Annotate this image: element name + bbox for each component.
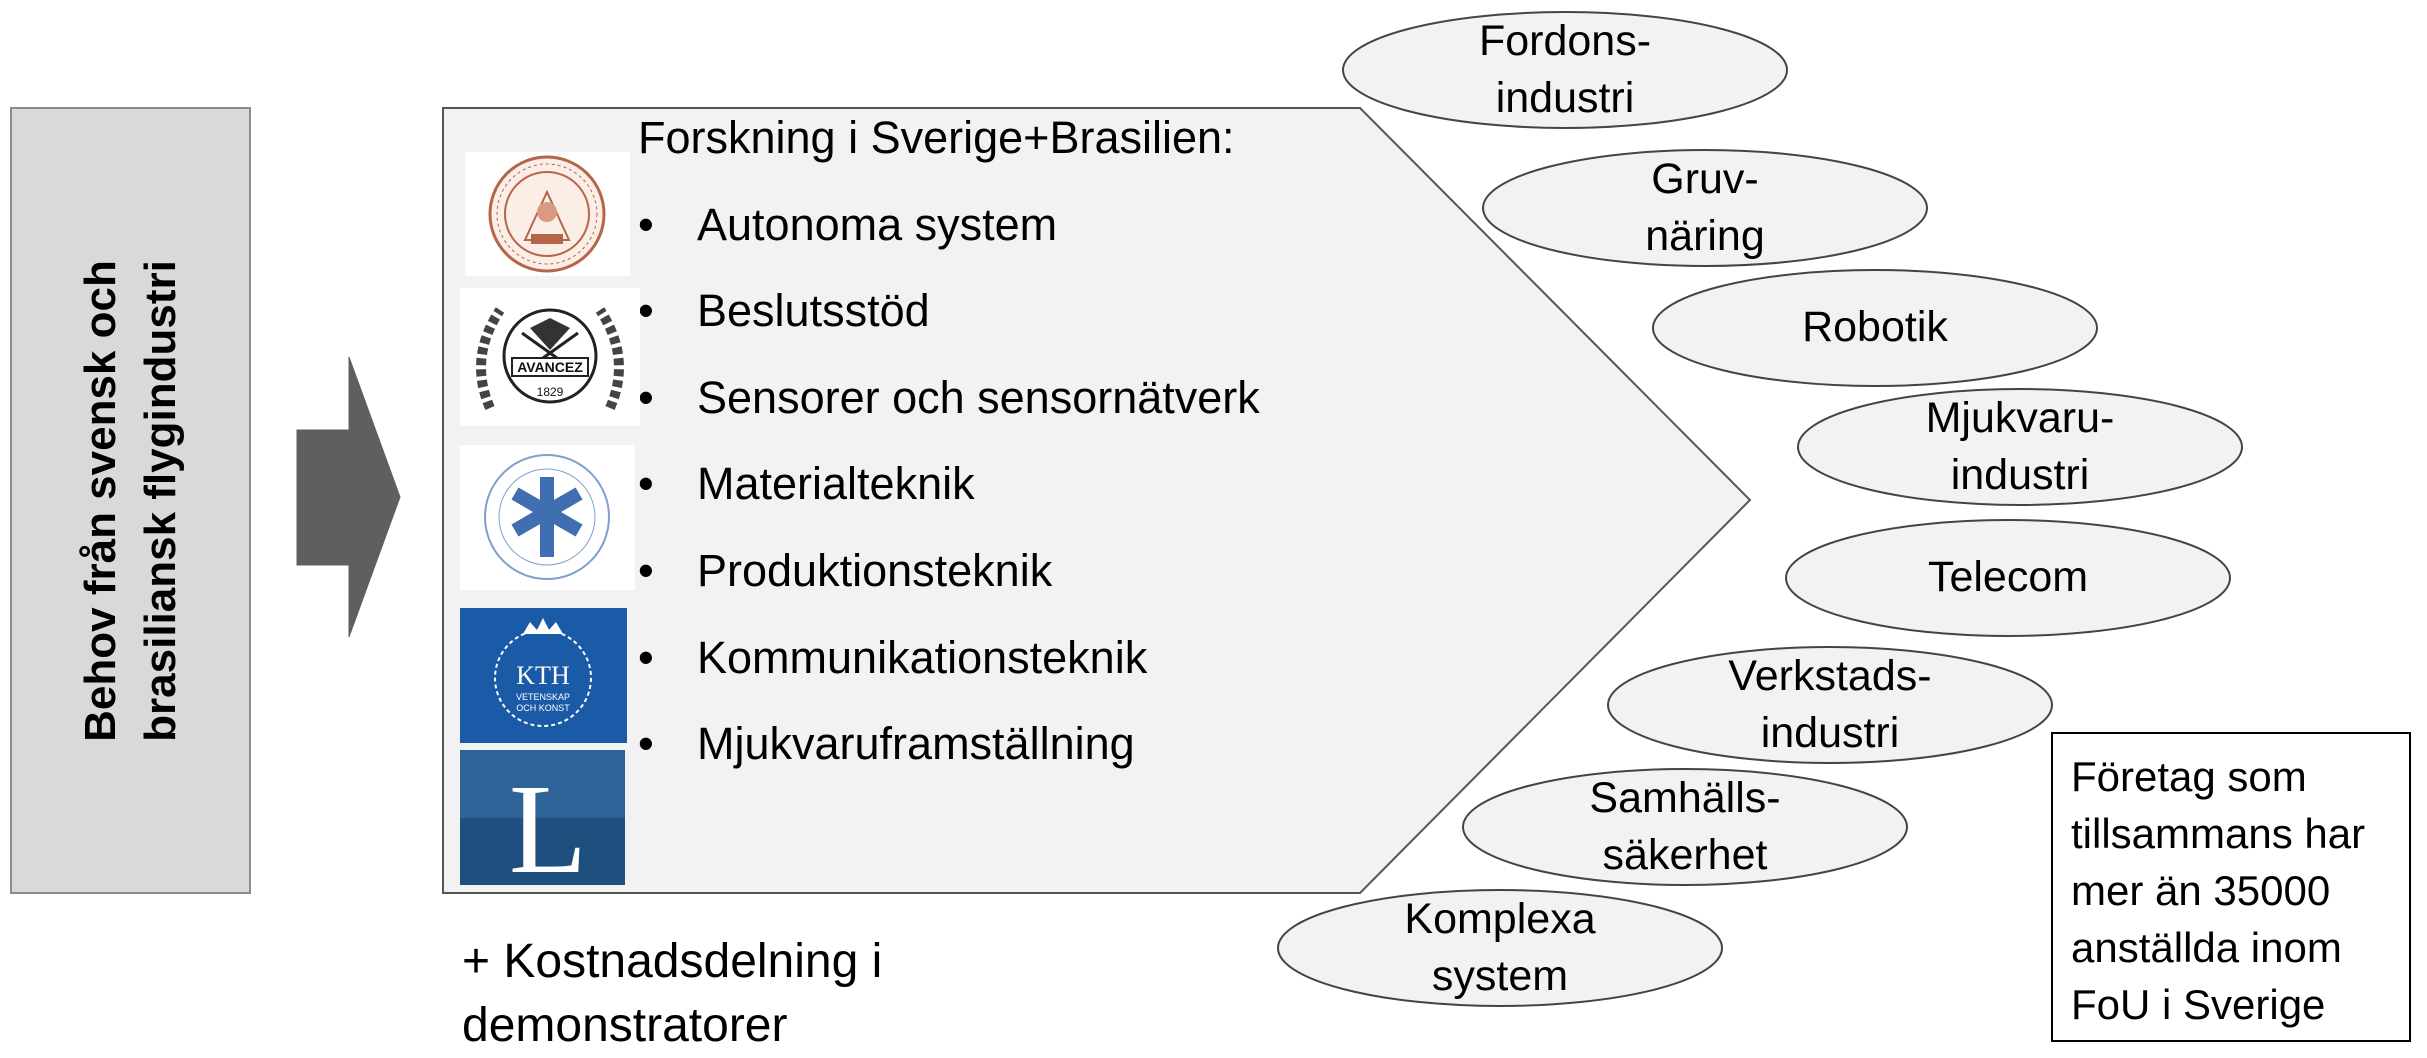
- companies-line: FoU i Sverige: [2071, 981, 2326, 1028]
- bullet-icon: •: [638, 718, 654, 769]
- industry-label-line: Samhälls-: [1589, 774, 1781, 822]
- lund-university-seal-icon: [465, 152, 630, 276]
- bullet-icon: •: [638, 285, 654, 336]
- industry-ellipse-mjukvaru: [1797, 388, 2243, 506]
- research-topic-label: Autonoma system: [697, 199, 1058, 250]
- chalmers-avancez-seal-icon: AVANCEZ 1829: [460, 288, 640, 426]
- companies-line: anställda inom: [2071, 924, 2342, 971]
- industry-label-line: Mjukvaru-: [1925, 394, 2115, 442]
- industry-label-samhall: Samhälls- säkerhet: [1463, 770, 1907, 884]
- flow-arrow-icon: [296, 356, 401, 638]
- research-topic-label: Produktionsteknik: [697, 545, 1053, 596]
- industry-ellipse-fordon: [1342, 11, 1788, 129]
- research-topic-item: • Beslutsstöd: [638, 285, 930, 337]
- research-topic-label: Sensorer och sensornätverk: [697, 372, 1260, 423]
- industry-label-line: industri: [1950, 451, 2090, 499]
- bullet-icon: •: [638, 545, 654, 596]
- industry-ellipse-komplexa: [1277, 889, 1723, 1007]
- industry-ellipses: [1277, 11, 2243, 1007]
- research-topic-item: • Sensorer och sensornätverk: [638, 372, 1260, 424]
- industry-label-telecom: Telecom: [1786, 549, 2230, 606]
- bullet-icon: •: [638, 458, 654, 509]
- research-topic-label: Kommunikationsteknik: [697, 632, 1148, 683]
- research-topic-item: • Produktionsteknik: [638, 545, 1052, 597]
- research-topic-item: • Autonoma system: [638, 199, 1057, 251]
- industry-label-line: industri: [1495, 74, 1635, 122]
- cost-sharing-line-2: demonstratorer: [462, 999, 788, 1052]
- industry-label-robotik: Robotik: [1653, 299, 2097, 356]
- cost-sharing-line-1: + Kostnadsdelning i: [462, 935, 883, 988]
- industry-ellipse-gruv: [1482, 149, 1928, 267]
- companies-info-box: Företag som tillsammans har mer än 35000…: [2051, 732, 2411, 1042]
- companies-line: mer än 35000: [2071, 867, 2331, 914]
- industry-label-gruv: Gruv- näring: [1483, 151, 1927, 265]
- kth-logo-sub1: VETENSKAP: [516, 692, 570, 702]
- bullet-icon: •: [638, 199, 654, 250]
- kth-logo-sub2: OCH KONST: [516, 703, 570, 713]
- research-topic-item: • Mjukvaruframställning: [638, 718, 1135, 770]
- bullet-icon: •: [638, 372, 654, 423]
- companies-line: tillsammans har: [2071, 810, 2366, 857]
- industry-label-line: Robotik: [1802, 303, 1948, 351]
- chalmers-logo-text: AVANCEZ: [517, 359, 583, 375]
- companies-line: Företag som: [2071, 753, 2307, 800]
- industry-label-line: Gruv-: [1651, 155, 1759, 203]
- industry-label-line: Fordons-: [1478, 17, 1652, 65]
- industry-label-mjukvaru: Mjukvaru- industri: [1798, 390, 2242, 504]
- industry-ellipse-verkstad: [1607, 646, 2053, 764]
- industry-ellipse-telecom: [1785, 519, 2231, 637]
- chalmers-logo-year: 1829: [537, 385, 564, 399]
- industry-label-verkstad: Verkstads- industri: [1608, 648, 2052, 762]
- industry-label-line: Telecom: [1927, 553, 2089, 601]
- linkoping-university-logo-icon: [460, 445, 635, 590]
- industry-label-line: näring: [1645, 212, 1765, 260]
- industry-label-line: system: [1431, 952, 1569, 1000]
- research-topic-label: Materialteknik: [697, 458, 975, 509]
- industry-ellipse-robotik: [1652, 269, 2098, 387]
- industry-label-line: säkerhet: [1602, 831, 1768, 879]
- l-letter-logo-icon: L: [460, 750, 625, 885]
- research-topic-label: Mjukvaruframställning: [697, 718, 1135, 769]
- bullet-icon: •: [638, 632, 654, 683]
- l-logo-letter: L: [509, 758, 587, 885]
- research-heading: Forskning i Sverige+Brasilien:: [638, 112, 1235, 163]
- research-topic-label: Beslutsstöd: [697, 285, 930, 336]
- research-topic-item: • Materialteknik: [638, 458, 975, 510]
- needs-box: Behov från svensk och brasiliansk flygin…: [10, 107, 251, 894]
- industry-ellipse-samhall: [1462, 768, 1908, 886]
- research-topic-item: • Kommunikationsteknik: [638, 632, 1147, 684]
- industry-label-komplexa: Komplexa system: [1278, 891, 1722, 1005]
- industry-label-fordon: Fordons- industri: [1343, 13, 1787, 127]
- cost-sharing-note: + Kostnadsdelning i demonstratorer: [462, 930, 882, 1058]
- kth-logo-text: KTH: [516, 661, 570, 690]
- industry-label-line: industri: [1760, 709, 1900, 757]
- industry-label-line: Verkstads-: [1728, 652, 1932, 700]
- kth-logo-icon: KTH VETENSKAP OCH KONST: [460, 608, 627, 743]
- industry-label-line: Komplexa: [1404, 895, 1596, 943]
- research-pentagon: [442, 107, 1752, 894]
